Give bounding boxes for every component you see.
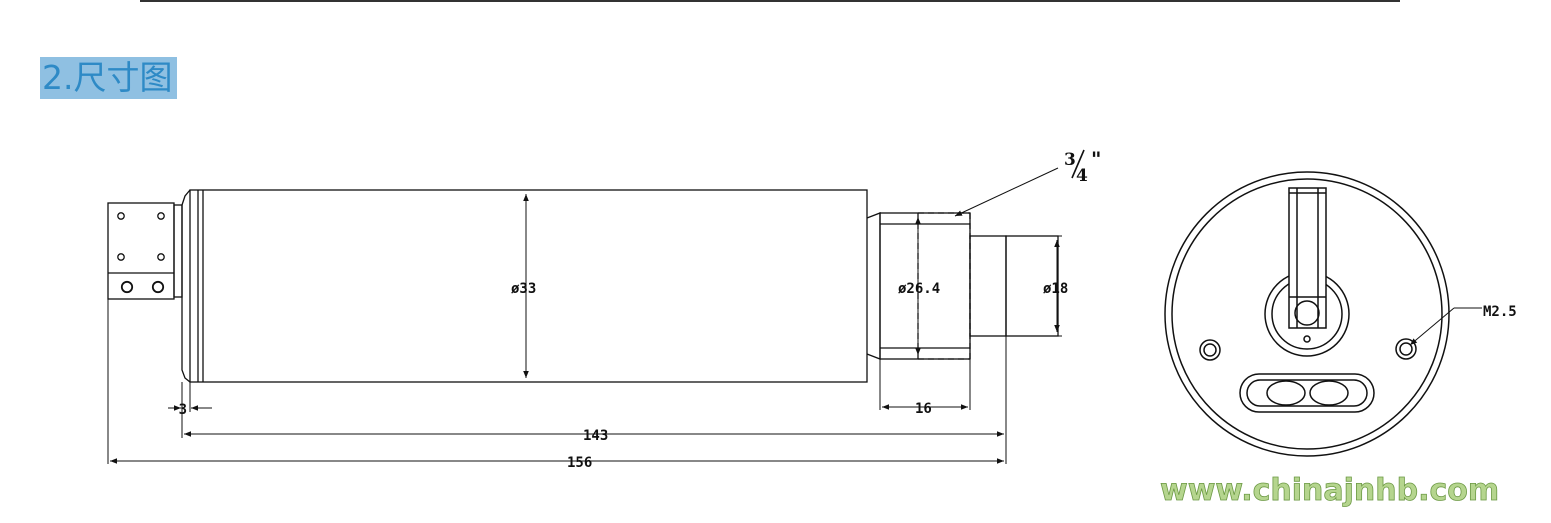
thread-size-denominator: 4 [1076, 166, 1088, 186]
center-small-hole [1303, 335, 1311, 343]
bracket-tab [1288, 187, 1327, 329]
right-screw-hole [1395, 338, 1417, 360]
site-watermark: www.chinajnhb.com [1160, 473, 1499, 508]
thread-size-numerator: 3 [1064, 150, 1076, 170]
main-body-diameter-label: ø33 [511, 281, 536, 297]
end-view-inner-ring [1171, 178, 1443, 450]
shoulder-length-label: 3 [179, 402, 187, 418]
thread-size-inch-mark: " [1091, 147, 1101, 171]
overall-length-label: 156 [567, 455, 592, 471]
center-bore [1294, 300, 1320, 326]
top-divider-line [140, 0, 1400, 2]
body-length-label: 143 [583, 428, 608, 444]
front-section-length-label: 16 [915, 401, 932, 417]
left-screw-hole [1199, 339, 1221, 361]
main-body [189, 189, 868, 383]
mounting-bracket [107, 202, 183, 300]
side-view [107, 189, 1059, 383]
probe-diameter-label: ø18 [1043, 281, 1068, 297]
front-section-diameter-label: ø26.4 [898, 281, 940, 297]
end-view-outer-ring [1164, 171, 1450, 457]
section-heading: 2.尺寸图 [40, 57, 177, 99]
end-view [1164, 171, 1450, 457]
rear-shoulder [181, 189, 191, 383]
dimension-lines [107, 167, 1482, 464]
screw-size-label: M2.5 [1483, 304, 1517, 320]
thread-size-callout: 3 4 " [1064, 147, 1101, 186]
sensor-window-slot [1239, 373, 1375, 413]
